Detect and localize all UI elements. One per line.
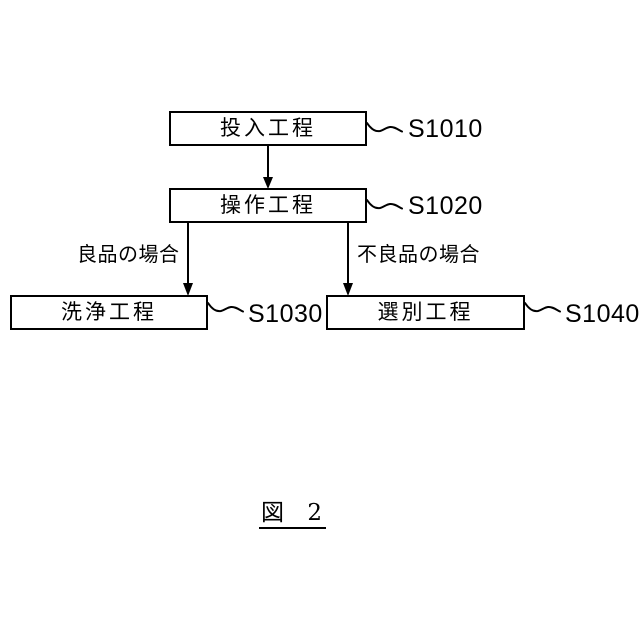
squiggle-connector-s1030 [207, 302, 244, 313]
squiggle-connector-s1020 [366, 199, 403, 210]
figure-caption-number: 2 [307, 500, 322, 526]
flow-box-s1040: 選別工程 [326, 295, 525, 330]
squiggle-connector-s1040 [524, 302, 561, 313]
step-label-s1020: S1020 [408, 192, 483, 220]
flow-box-s1020-label: 操作工程 [220, 194, 316, 217]
flow-box-s1040-label: 選別工程 [377, 301, 474, 324]
branch-label-good: 良品の場合 [77, 244, 180, 266]
figure-caption-label: 図 [261, 500, 284, 526]
branch-label-defective: 不良品の場合 [357, 244, 480, 266]
flow-box-s1020: 操作工程 [169, 188, 367, 223]
flow-box-s1010-label: 投入工程 [220, 117, 316, 140]
flow-box-s1030: 洗浄工程 [10, 295, 208, 330]
squiggle-connector-s1010 [366, 122, 403, 133]
flow-box-s1030-label: 洗浄工程 [61, 301, 157, 324]
step-label-s1040: S1040 [565, 300, 640, 328]
step-label-s1030: S1030 [248, 300, 323, 328]
flow-box-s1010: 投入工程 [169, 111, 367, 146]
figure-caption: 図 2 [259, 501, 326, 529]
step-label-s1010: S1010 [408, 115, 483, 143]
